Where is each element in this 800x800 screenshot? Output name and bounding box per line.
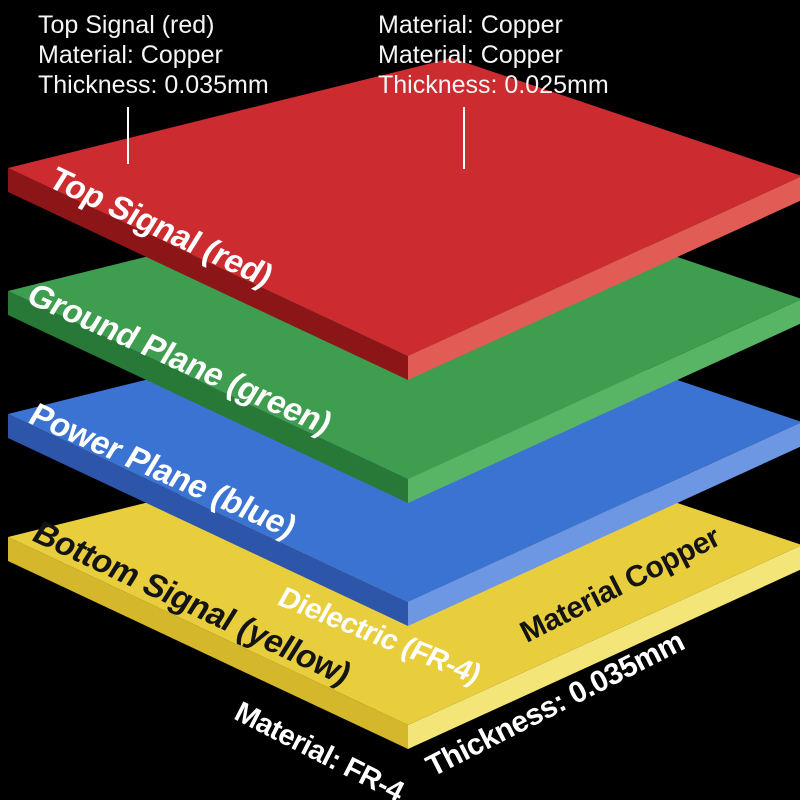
- bottom-signal-left-face: [8, 537, 408, 749]
- annotation-top-left: Top Signal (red) Material: Copper Thickn…: [38, 10, 269, 100]
- layer-top-signal-red: [8, 58, 800, 380]
- top-signal-right-face: [408, 176, 800, 380]
- ground-plane-right-face: [408, 299, 800, 503]
- leader-line-left: [127, 107, 129, 164]
- top-signal-left-face: [8, 168, 408, 380]
- annotation-line-thickness: Thickness: 0.035mm: [38, 71, 269, 99]
- power-plane-left-face: [8, 414, 408, 626]
- ground-plane-left-face: [8, 291, 408, 503]
- annotation-line-material: Material: Copper: [378, 11, 563, 39]
- annotation-line-material: Material: Copper: [38, 41, 223, 69]
- annotation-line-material: Material: Copper: [378, 41, 563, 69]
- annotation-line-thickness: Thickness: 0.025mm: [378, 71, 609, 99]
- annotation-line-layer: Top Signal (red): [38, 11, 215, 39]
- leader-line-center: [463, 107, 465, 169]
- top-signal-top-face: [8, 58, 800, 356]
- power-plane-right-face: [408, 422, 800, 626]
- bottom-signal-right-face: [408, 545, 800, 749]
- annotation-top-center: Material: Copper Material: Copper Thickn…: [378, 10, 609, 100]
